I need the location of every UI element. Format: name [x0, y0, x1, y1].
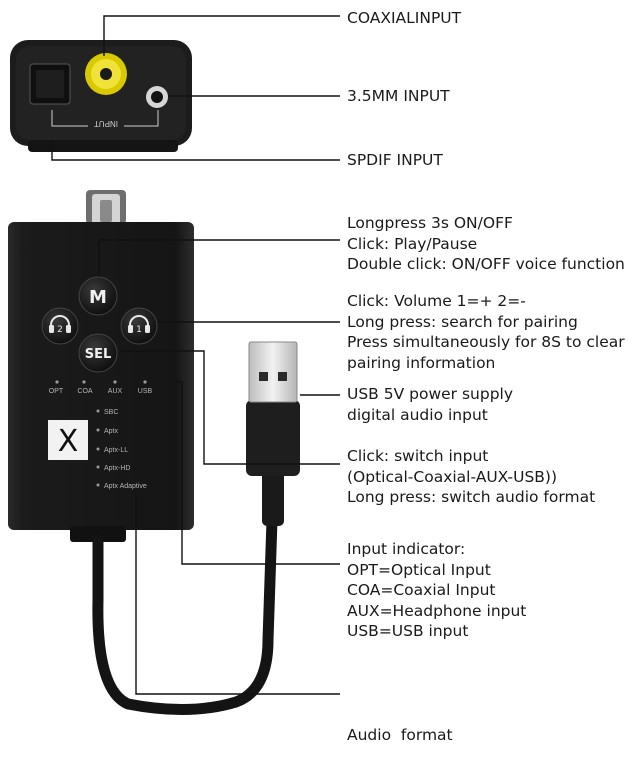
volume-2-button[interactable]: 2 [41, 307, 79, 345]
indicator-line-3: COA=Coaxial Input [347, 581, 496, 599]
m-button-line-1: Longpress 3s ON/OFF [347, 214, 513, 232]
volume-line-2: Long press: search for pairing [347, 312, 578, 331]
usb-plug [246, 341, 300, 526]
sel-line-3: Long press: switch audio format [347, 488, 596, 506]
indicator-line-1: Input indicator: [347, 540, 466, 558]
indicator-line-2: OPT=Optical Input [347, 560, 491, 579]
indicator-line-4: AUX=Headphone input [347, 601, 527, 620]
logo-glyph: X [58, 424, 79, 459]
input-bracket [51, 110, 159, 127]
m-button-line-2: Click: Play/Pause [347, 234, 478, 253]
format-aptx-hd: Aptx-HD [104, 465, 130, 472]
coaxial-port [85, 53, 127, 95]
format-aptx-ll: Aptx-LL [104, 447, 128, 454]
indicator-coa: COA [77, 388, 93, 395]
volume-1-button[interactable]: 1 [120, 307, 158, 345]
headphone-35mm-port [146, 86, 168, 108]
volume-line-3: Press simultaneously for 8S to clear [347, 333, 625, 351]
usb-line-2: digital audio input [347, 405, 488, 424]
label-sel-button: Click: switch input (Optical-Coaxial-AUX… [347, 446, 595, 508]
usb-line-1: USB 5V power supply [347, 385, 514, 403]
spdif-optical-port [29, 63, 71, 105]
sel-button[interactable]: SEL [78, 333, 118, 373]
volume-line-1: Click: Volume 1=+ 2=- [347, 292, 526, 310]
indicator-aux: AUX [108, 388, 123, 395]
label-m-button: Longpress 3s ON/OFF Click: Play/Pause Do… [347, 213, 625, 275]
label-usb: USB 5V power supply digital audio input [347, 384, 513, 425]
label-volume-buttons: Click: Volume 1=+ 2=- Long press: search… [347, 291, 625, 373]
label-35mm-input: 3.5MM INPUT [347, 87, 450, 105]
volume-1-label: 1 [136, 325, 142, 335]
audio-format-list: SBC Aptx Aptx-LL Aptx-HD Aptx Adaptive [96, 409, 147, 490]
m-button-label: M [89, 287, 107, 308]
sel-line-2: (Optical-Coaxial-AUX-USB)) [347, 467, 558, 486]
volume-2-label: 2 [57, 325, 63, 335]
label-spdif-input: SPDIF INPUT [347, 151, 443, 169]
m-button-line-3: Double click: ON/OFF voice function [347, 255, 625, 273]
volume-line-4: pairing information [347, 353, 496, 372]
main-cable [92, 514, 278, 716]
sel-button-label: SEL [85, 347, 112, 362]
leader-lines [51, 15, 340, 695]
headphone-icon [50, 315, 70, 331]
format-aptx-adaptive: Aptx Adaptive [104, 483, 147, 490]
indicator-opt: OPT [49, 388, 64, 395]
back-panel-input-label: INPUT [94, 119, 118, 128]
format-aptx: Aptx [104, 428, 119, 435]
sel-line-1: Click: switch input [347, 447, 489, 465]
indicator-line-5: USB=USB input [347, 622, 469, 640]
label-coaxial-input: COAXIALINPUT [347, 9, 462, 27]
brand-logo: X [48, 420, 88, 460]
input-indicators: OPT COA AUX USB [49, 380, 153, 395]
headphone-icon [129, 315, 149, 331]
product-diagram: INPUT M 2 1 SEL OPT COA AUX [8, 15, 340, 716]
m-button[interactable]: M [78, 276, 118, 316]
indicator-usb: USB [138, 388, 153, 395]
format-sbc: SBC [104, 409, 118, 416]
label-audio-format: Audio format [347, 726, 453, 744]
label-input-indicator: Input indicator: OPT=Optical Input COA=C… [347, 539, 526, 642]
